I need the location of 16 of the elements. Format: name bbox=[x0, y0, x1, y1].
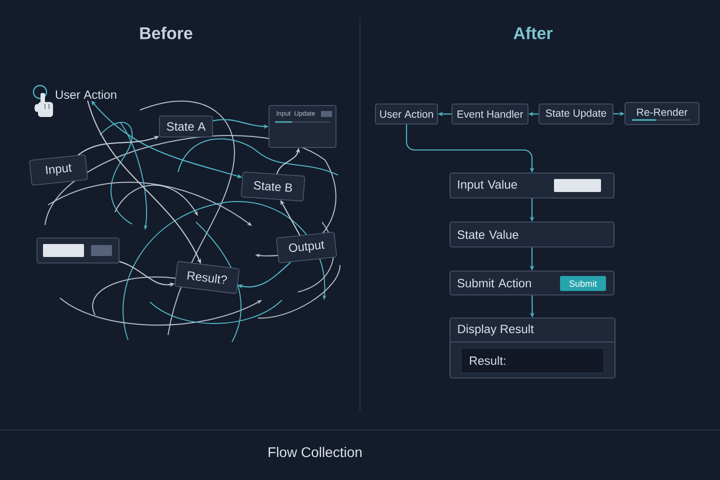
state-box: Output bbox=[276, 232, 337, 264]
step-box: State Update bbox=[538, 104, 614, 124]
step-box: State Value bbox=[450, 222, 614, 248]
state-box: State A bbox=[159, 116, 213, 138]
step-box: Event Handler bbox=[452, 104, 528, 124]
caption: Flow Collection bbox=[268, 446, 362, 458]
step-box: User Action bbox=[375, 104, 438, 124]
submit-button: Submit bbox=[560, 276, 606, 291]
state-box: State B bbox=[240, 172, 306, 202]
panel-title: Before bbox=[140, 26, 192, 40]
panel-title: After bbox=[514, 26, 553, 40]
state-box: Input bbox=[29, 154, 88, 186]
state-box: Result? bbox=[174, 261, 240, 294]
step-box: Re-Render bbox=[624, 102, 700, 125]
result-field: Result: bbox=[460, 348, 604, 374]
node-label: User Action bbox=[56, 90, 116, 99]
